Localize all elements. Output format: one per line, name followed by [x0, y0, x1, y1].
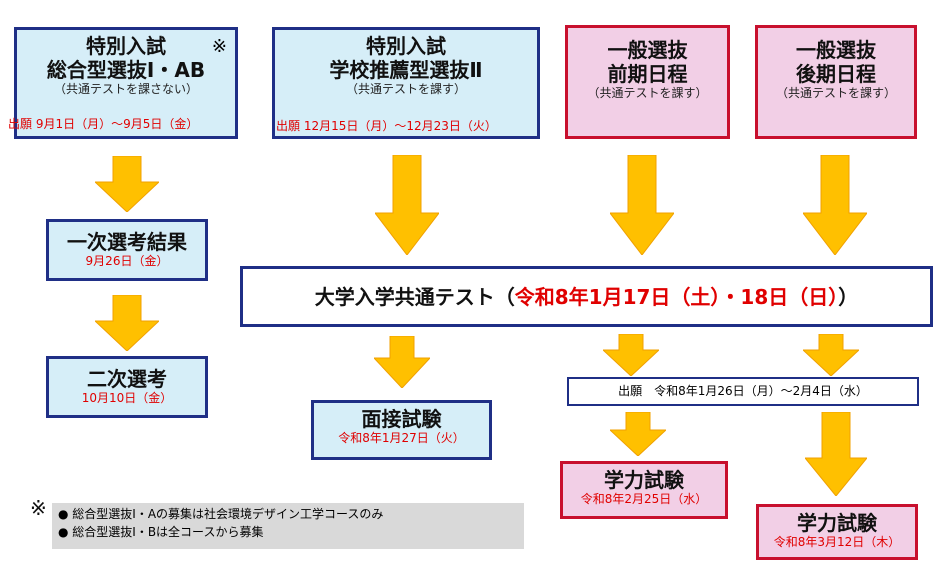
note-mark: ※ — [30, 496, 47, 520]
gakuryoku1-title: 学力試験 — [604, 468, 684, 492]
zenki-title1: 一般選抜 — [607, 38, 688, 62]
suisen-sub: （共通テストを課す） — [345, 82, 466, 96]
box-shutsugan: 出願 令和8年1月26日（月）～2月4日（水） — [567, 377, 919, 406]
box-suisen: 特別入試 学校推薦型選抜Ⅱ （共通テストを課す） — [272, 27, 540, 139]
arrow-down-icon — [95, 295, 159, 351]
suisen-title1: 特別入試 — [366, 34, 446, 58]
suisen-title2: 学校推薦型選抜Ⅱ — [329, 58, 483, 82]
kyotsu-prefix: 大学入学共通テスト（ — [314, 285, 515, 309]
niji-date: 10月10日（金） — [81, 391, 173, 405]
box-zenki: 一般選抜 前期日程 （共通テストを課す） — [565, 25, 730, 139]
box-ichiji: 一次選考結果 9月26日（金） — [46, 219, 208, 281]
box-koki: 一般選抜 後期日程 （共通テストを課す） — [755, 25, 917, 139]
arrow-down-icon — [610, 155, 674, 255]
koki-sub: （共通テストを課す） — [775, 86, 896, 100]
arrow-down-icon — [803, 155, 867, 255]
arrow-down-icon — [374, 336, 430, 388]
sogo-date: 出願 9月1日（月）～9月5日（金） — [8, 117, 199, 131]
ichiji-title: 一次選考結果 — [67, 230, 187, 254]
kyotsu-suffix: ） — [838, 285, 859, 309]
arrow-down-icon — [610, 412, 666, 456]
ichiji-date: 9月26日（金） — [85, 254, 169, 268]
box-gakuryoku1: 学力試験 令和8年2月25日（水） — [560, 461, 728, 519]
zenki-title2: 前期日程 — [607, 62, 688, 86]
gakuryoku1-date: 令和8年2月25日（水） — [580, 492, 708, 506]
sogo-title2: 総合型選抜Ⅰ・AB — [46, 58, 206, 82]
koki-title1: 一般選抜 — [796, 38, 876, 62]
sogo-title1: 特別入試 — [86, 34, 166, 58]
box-sogo: 特別入試 総合型選抜Ⅰ・AB ※ （共通テストを課さない） — [14, 27, 238, 139]
note-line2: ● 総合型選抜Ⅰ・Bは全コースから募集 — [58, 525, 264, 539]
arrow-down-icon — [805, 412, 867, 496]
koki-title2: 後期日程 — [796, 62, 876, 86]
box-mensetsu: 面接試験 令和8年1月27日（火） — [311, 400, 492, 460]
note-line1: ● 総合型選抜Ⅰ・Aの募集は社会環境デザイン工学コースのみ — [58, 507, 384, 521]
gakuryoku2-title: 学力試験 — [797, 511, 877, 535]
arrow-down-icon — [375, 155, 439, 255]
kyotsu-dates: 令和8年1月17日（土）・18日（日） — [514, 285, 839, 309]
box-kyotsu: 大学入学共通テスト（令和8年1月17日（土）・18日（日）） — [240, 266, 933, 327]
sogo-mark: ※ — [211, 36, 227, 57]
mensetsu-title: 面接試験 — [361, 407, 442, 431]
box-gakuryoku2: 学力試験 令和8年3月12日（木） — [756, 504, 918, 560]
arrow-down-icon — [95, 156, 159, 212]
gakuryoku2-date: 令和8年3月12日（木） — [773, 535, 901, 549]
zenki-sub: （共通テストを課す） — [587, 86, 708, 100]
note-box: ● 総合型選抜Ⅰ・Aの募集は社会環境デザイン工学コースのみ ● 総合型選抜Ⅰ・B… — [52, 503, 524, 549]
shutsugan-text: 出願 令和8年1月26日（月）～2月4日（水） — [618, 384, 868, 398]
arrow-down-icon — [803, 334, 859, 376]
suisen-date: 出願 12月15日（月）～12月23日（火） — [276, 119, 497, 133]
mensetsu-date: 令和8年1月27日（火） — [338, 431, 465, 445]
box-niji: 二次選考 10月10日（金） — [46, 356, 208, 418]
arrow-down-icon — [603, 334, 659, 376]
niji-title: 二次選考 — [87, 367, 167, 391]
sogo-sub: （共通テストを課さない） — [53, 82, 198, 96]
